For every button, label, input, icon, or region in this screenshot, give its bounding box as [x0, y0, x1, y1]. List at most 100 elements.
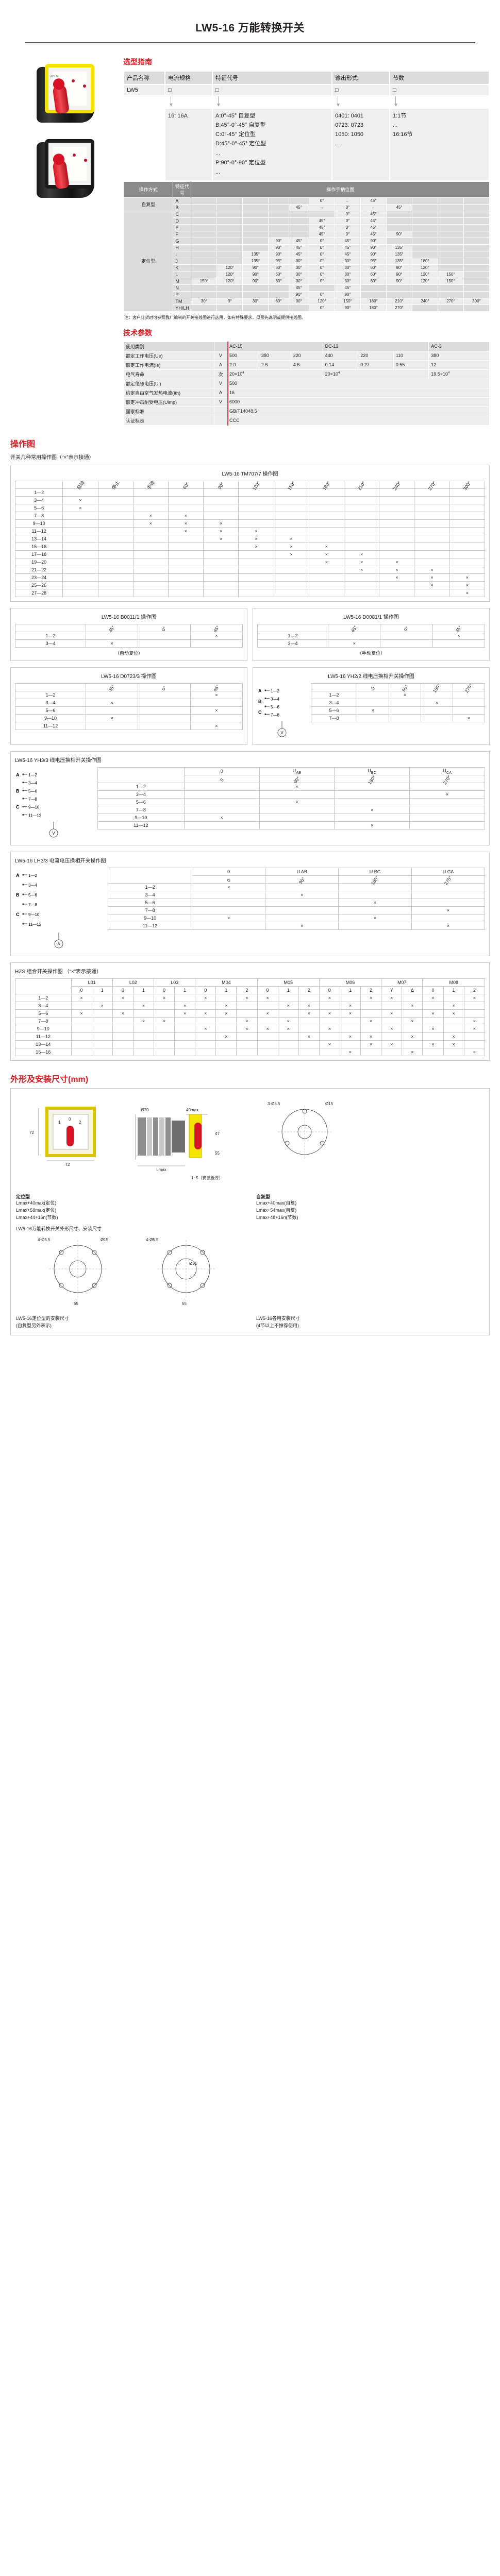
- hzs-row-label: 13—14: [15, 1040, 72, 1048]
- hzs-cell: [132, 1009, 155, 1018]
- col-feature-code: 特征代号: [213, 72, 331, 84]
- wiring-meter-label: V: [280, 731, 284, 735]
- contact-cell: [203, 588, 239, 597]
- pos-cell: 30°: [335, 278, 361, 284]
- pos-cell: 45°: [361, 197, 386, 204]
- contact-cell: ×: [184, 813, 260, 822]
- pos-cell: 120°: [217, 271, 243, 278]
- contact-cell: [190, 714, 243, 722]
- hzs-col-head: 0: [195, 986, 216, 994]
- wiring-meter-label: A: [57, 942, 60, 946]
- contact-cell: ×: [273, 542, 309, 551]
- contact-cell: [86, 721, 139, 730]
- contact-row: 11—12×: [14, 721, 243, 730]
- wiring-pair-label: 11—12: [28, 813, 42, 818]
- hzs-cell: [174, 1040, 196, 1048]
- hzs-cell: [277, 1047, 299, 1056]
- contact-cell: [238, 496, 274, 504]
- dim-left-line-0: Lmax+40max(定位): [16, 1200, 57, 1206]
- pos-cell: 120°: [217, 264, 243, 271]
- hzs-cell: ×: [381, 1040, 403, 1048]
- contact-cell: [132, 496, 169, 504]
- hzs-col-head: Δ: [402, 986, 423, 994]
- contact-row: 1—2×: [14, 690, 243, 699]
- contact-col-angle: 90°: [259, 774, 335, 784]
- contact-cell: [409, 805, 485, 814]
- pos-cell: 90°: [361, 244, 386, 251]
- contact-cell: ×: [409, 790, 485, 799]
- contact-cell: [97, 542, 134, 551]
- pos-cell: [412, 238, 438, 244]
- hzs-cell: [112, 1001, 134, 1010]
- contact-cell: [273, 581, 309, 589]
- pos-cell: [463, 278, 489, 284]
- hzs-row-label: 9—10: [15, 1024, 72, 1033]
- contact-cell: [138, 706, 191, 715]
- contact-cell: [344, 573, 380, 582]
- hzs-row: 3—4×××××××××: [15, 1001, 486, 1010]
- datasheet-page: LW5-16 万能转换开关 LW5-16: [0, 0, 500, 1346]
- pos-cell: [386, 211, 412, 217]
- arrow-section: [390, 96, 489, 108]
- pos-cell: [191, 291, 217, 298]
- dim-bottom-svg: .dl{font-size:8px;font-family:"Liberatio…: [38, 1238, 215, 1306]
- hzs-cell: [91, 1040, 113, 1048]
- down-arrow-icon: [169, 96, 174, 108]
- contact-cell: [132, 557, 169, 566]
- dimension-drawing-bottom: .dl{font-size:8px;font-family:"Liberatio…: [16, 1233, 484, 1312]
- contact-cell: ×: [62, 503, 98, 512]
- hzs-cell: ×: [463, 993, 486, 1002]
- contact-cell: [62, 534, 98, 543]
- contact-cell: [338, 890, 412, 899]
- pos-code: M: [173, 278, 191, 284]
- contact-cell: [449, 519, 486, 528]
- contact-cell: [203, 565, 239, 574]
- contact-cell: [389, 698, 422, 707]
- pos-cell: [217, 217, 243, 224]
- contact-row: 5—6×: [107, 898, 485, 907]
- contact-cell: [238, 557, 274, 566]
- hzs-cell: [71, 1001, 92, 1010]
- hzs-cell: ×: [195, 993, 216, 1002]
- pos-cell: [191, 271, 217, 278]
- contact-cell: [380, 639, 433, 648]
- contact-row: 3—4×: [14, 639, 243, 648]
- down-arrow-icon: [393, 96, 398, 108]
- contact-cell: ×: [414, 573, 450, 582]
- tech-cell: 12: [429, 360, 489, 369]
- contact-cell: ×: [190, 721, 243, 730]
- pos-cell: [269, 304, 289, 311]
- contact-cell: [203, 550, 239, 558]
- contact-row-label: 3—4: [14, 698, 87, 707]
- hzs-col-head: 0: [153, 986, 175, 994]
- hzs-cell: [195, 1032, 216, 1041]
- dim-label-47: 47: [215, 1131, 220, 1136]
- hzs-cell: [174, 993, 196, 1002]
- contact-cell: ×: [411, 921, 485, 930]
- pos-cell: [438, 258, 463, 264]
- hzs-cell: ×: [422, 1024, 444, 1033]
- contact-cell: ×: [265, 890, 339, 899]
- contact-cell: [357, 714, 390, 722]
- pos-head-mode: 操作方式: [124, 181, 173, 197]
- pos-cell: [269, 217, 289, 224]
- pos-cell: [438, 244, 463, 251]
- contact-cell: [414, 534, 450, 543]
- contact-cell: [138, 721, 191, 730]
- pos-cell: [289, 304, 309, 311]
- pos-cell: 0°: [309, 258, 335, 264]
- contact-cell: [192, 921, 266, 930]
- contact-cell: [184, 798, 260, 806]
- top-content: 选型指南 产品名称 电流规格 特征代号 输出形式 节数 LW5 □ □ □ □: [121, 49, 490, 426]
- contact-cell: [357, 698, 390, 707]
- contact-cell: [203, 503, 239, 512]
- contact-col-head: 45°: [86, 683, 139, 692]
- pos-cell: [269, 291, 289, 298]
- pos-head-positions: 操作手柄位置: [191, 181, 489, 197]
- arrow-spacer: [124, 96, 164, 108]
